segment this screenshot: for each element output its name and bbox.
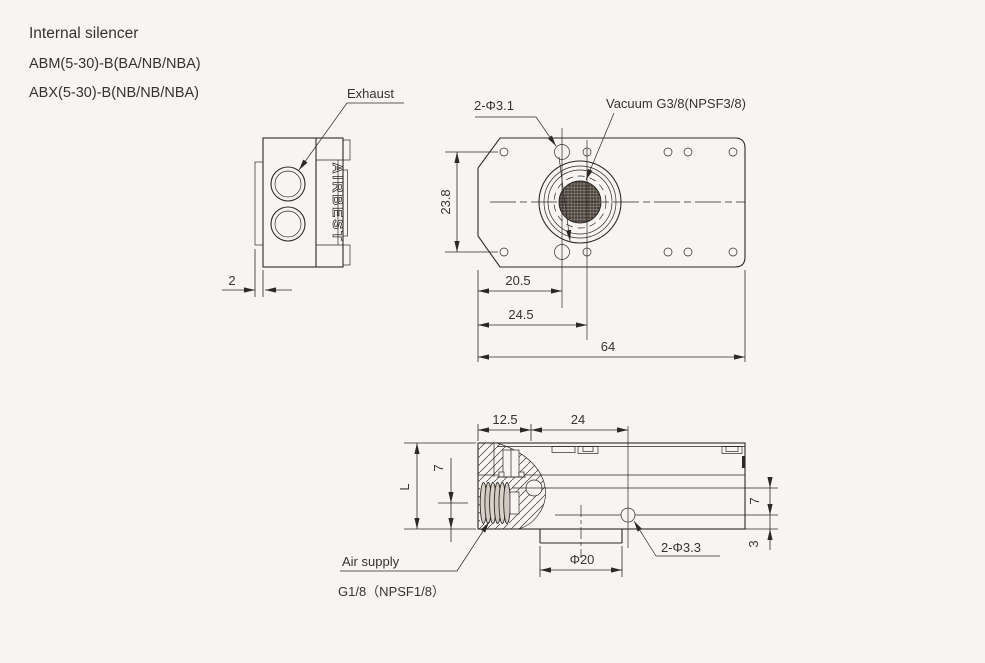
dim-plate-thickness: 2 — [222, 249, 292, 297]
label-top-holes: 2-Φ3.1 — [474, 98, 514, 113]
dim-horizontal-stack: 20.5 24.5 64 — [477, 270, 746, 362]
exhaust-callout: Exhaust — [298, 86, 404, 171]
brand-text: AIRBEST — [329, 163, 346, 243]
svg-text:24: 24 — [571, 412, 585, 427]
exhaust-ports — [270, 166, 306, 242]
svg-text:2: 2 — [228, 273, 235, 288]
svg-text:L: L — [397, 483, 412, 490]
air-supply-callout: Air supply G1/8（NPSF1/8） — [338, 521, 490, 599]
svg-text:7: 7 — [747, 497, 762, 504]
svg-text:12.5: 12.5 — [492, 412, 517, 427]
dim-top-stack: 12.5 24 — [477, 412, 628, 441]
svg-text:20.5: 20.5 — [505, 273, 530, 288]
label-exhaust: Exhaust — [347, 86, 394, 101]
section-side-view: 12.5 24 L 7 7 3 — [338, 412, 778, 599]
dim-hole-pitch-vertical: 23.8 — [438, 151, 498, 253]
dim-supply-depth: 7 — [431, 458, 468, 542]
model-abx: ABX(5-30)-B(NB/NB/NBA) — [29, 85, 199, 101]
svg-text:23.8: 23.8 — [438, 189, 453, 214]
page-title: Internal silencer — [29, 25, 138, 42]
model-abm: ABM(5-30)-B(BA/NB/NBA) — [29, 56, 201, 72]
label-air-supply: Air supply — [342, 554, 400, 569]
air-supply-thread — [479, 482, 520, 524]
dim-right-stack: 7 3 — [745, 477, 778, 550]
top-holes-callout: 2-Φ3.1 — [474, 98, 572, 242]
label-vacuum: Vacuum G3/8(NPSF3/8) — [606, 96, 746, 111]
svg-text:Φ20: Φ20 — [570, 552, 595, 567]
dim-boss-diameter: Φ20 — [539, 546, 623, 577]
label-air-supply-thread: G1/8（NPSF1/8） — [338, 584, 445, 599]
svg-text:3: 3 — [746, 540, 761, 547]
svg-text:24.5: 24.5 — [508, 307, 533, 322]
dim-overall-height: L — [397, 442, 476, 530]
svg-text:7: 7 — [431, 464, 446, 471]
svg-text:64: 64 — [601, 339, 615, 354]
header: Internal silencer ABM(5-30)-B(BA/NB/NBA)… — [29, 25, 201, 101]
vacuum-callout: Vacuum G3/8(NPSF3/8) — [585, 96, 746, 181]
top-view: 23.8 20.5 24.5 64 2-Φ3.1 Vacuum G3/8(NPS… — [438, 96, 746, 362]
label-side-holes: 2-Φ3.3 — [661, 540, 701, 555]
left-view-exhaust-end: AIRBEST 2 Exhaust — [222, 86, 404, 297]
side-holes-callout: 2-Φ3.3 — [633, 520, 720, 557]
